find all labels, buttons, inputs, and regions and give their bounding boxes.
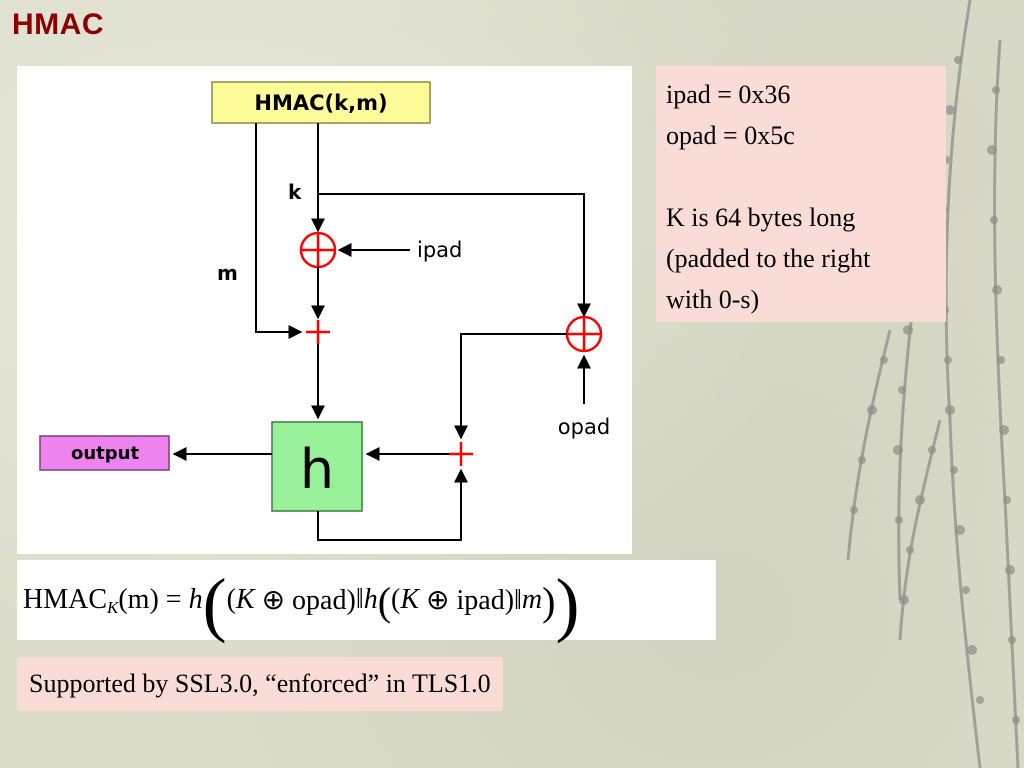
output-label: output [71, 443, 139, 464]
constants-note: ipad = 0x36 opad = 0x5c K is 64 bytes lo… [656, 66, 946, 322]
hmac-input-box: HMAC(k,m) [211, 81, 431, 124]
ipad-xor-operator [299, 231, 337, 269]
ipad-label: ipad [417, 238, 462, 262]
note-spacer [666, 156, 936, 197]
slide-title: HMAC [12, 8, 104, 41]
formula-key-outer: K [235, 584, 255, 615]
message-label: m [217, 261, 238, 285]
inner-hash-feedback-path [317, 468, 468, 541]
note-line-ipad: ipad = 0x36 [666, 80, 791, 109]
message-path [255, 123, 303, 339]
formula-arg: (m) [118, 584, 159, 615]
support-note: Supported by SSL3.0, “enforced” in TLS1.… [17, 657, 503, 711]
hash-function-box: h [271, 421, 363, 512]
formula-xor-opad: ⊕ opad) [254, 585, 356, 616]
hash-function-label: h [300, 438, 334, 501]
note-line-padding: (padded to the right [666, 244, 871, 273]
formula-paren: ( [226, 584, 236, 615]
inner-concat-operator [306, 320, 330, 344]
formula-message: m [521, 584, 543, 615]
key-label: k [288, 180, 302, 204]
note-line-key-length: K is 64 bytes long [666, 203, 856, 232]
formula-inner-h: h [363, 584, 378, 615]
note-line-opad: opad = 0x5c [666, 121, 795, 150]
formula-key-inner: K [400, 584, 420, 615]
formula-hmac: HMAC [23, 584, 108, 615]
formula-subscript: K [107, 598, 119, 617]
hmac-input-label: HMAC(k,m) [254, 91, 387, 115]
opad-label: opad [558, 415, 610, 439]
formula-xor-ipad: ⊕ ipad)‖ [419, 585, 522, 616]
outer-concat-operator [449, 442, 473, 466]
note-line-zeros: with 0-s) [666, 285, 760, 314]
key-path-outer [318, 193, 591, 318]
opad-xor-output-path [454, 333, 567, 440]
opad-xor-operator [565, 315, 603, 353]
hmac-diagram: HMAC(k,m) m k ipad h [17, 66, 632, 554]
formula-outer-h: h [188, 584, 203, 615]
formula-paren-2: ( [391, 584, 401, 615]
formula-concat: ‖ [355, 584, 364, 615]
formula-equals: = [158, 584, 189, 615]
output-box: output [39, 435, 170, 471]
